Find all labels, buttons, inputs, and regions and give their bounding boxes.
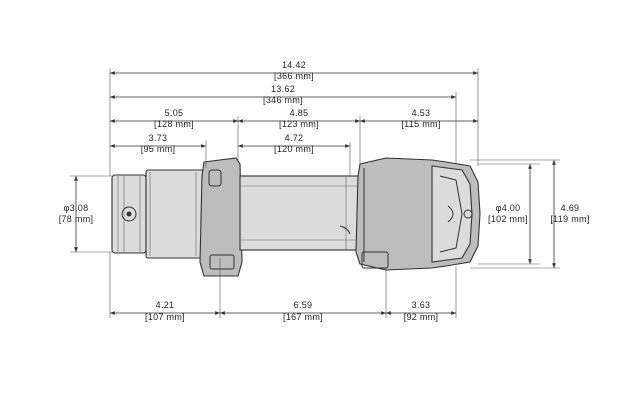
- dim-base-left-mm: [107 mm]: [145, 312, 185, 322]
- motor: [111, 174, 147, 254]
- dim-gearbox-length-mm: [115 mm]: [401, 119, 440, 129]
- dim-motor-length-in: 3.73: [149, 133, 168, 143]
- dim-motor-length: 3.73 [95 mm]: [110, 133, 207, 168]
- dim-gearbox-diameter-in: φ4.00: [496, 203, 521, 213]
- dim-motor-to-drum-in: 5.05: [165, 108, 184, 118]
- dim-mount-to-end: 13.62 [346 mm]: [110, 84, 456, 105]
- dim-mount-to-end-mm: [346 mm]: [263, 95, 303, 105]
- dim-drum-length: 4.85 [123 mm]: [238, 108, 360, 129]
- dim-drum-length-in: 4.85: [290, 108, 309, 118]
- dim-base-right: 3.63 [92 mm]: [386, 300, 456, 322]
- dim-base-mount-span-mm: [167 mm]: [283, 312, 323, 322]
- dim-base-mount-span: 6.59 [167 mm]: [220, 300, 386, 322]
- dim-overall-length-mm: [366 mm]: [274, 71, 314, 81]
- dim-motor-diameter: φ3.08 [78 mm]: [59, 176, 94, 252]
- dim-overall-height-mm: [119 mm]: [550, 214, 589, 224]
- dim-motor-length-mm: [95 mm]: [141, 144, 176, 154]
- left-end-bracket: [199, 157, 243, 277]
- winch-body: [111, 157, 481, 277]
- dim-gearbox-length-in: 4.53: [412, 108, 431, 118]
- dim-gearbox-diameter-mm: [102 mm]: [488, 214, 528, 224]
- dim-gearbox-diameter: φ4.00 [102 mm]: [488, 164, 532, 264]
- dim-overall-height: 4.69 [119 mm]: [550, 160, 589, 268]
- dim-overall-height-in: 4.69: [561, 203, 580, 213]
- dim-base-left: 4.21 [107 mm]: [110, 300, 220, 322]
- dim-motor-to-drum-mm: [128 mm]: [154, 119, 194, 129]
- dim-base-left-in: 4.21: [156, 300, 175, 310]
- dim-drum-length-mm: [123 mm]: [279, 119, 319, 129]
- dim-base-right-in: 3.63: [412, 300, 431, 310]
- dim-motor-to-drum: 5.05 [128 mm]: [110, 108, 238, 129]
- dim-overall-length-in: 14.42: [282, 60, 306, 70]
- dim-motor-diameter-in: φ3.08: [64, 203, 89, 213]
- dim-mount-to-end-in: 13.62: [271, 84, 295, 94]
- dim-drum-inner-in: 4.72: [285, 133, 304, 143]
- dim-overall-length: 14.42 [366 mm]: [110, 60, 478, 81]
- gearbox: [355, 157, 481, 271]
- dim-base-right-mm: [92 mm]: [404, 312, 439, 322]
- motor-terminal: [121, 206, 137, 222]
- dim-drum-inner-mm: [120 mm]: [274, 144, 314, 154]
- dim-gearbox-length: 4.53 [115 mm]: [360, 108, 478, 129]
- dim-base-mount-span-in: 6.59: [294, 300, 313, 310]
- drum: [239, 175, 363, 251]
- dim-motor-diameter-mm: [78 mm]: [59, 214, 94, 224]
- dim-drum-inner: 4.72 [120 mm]: [238, 133, 350, 154]
